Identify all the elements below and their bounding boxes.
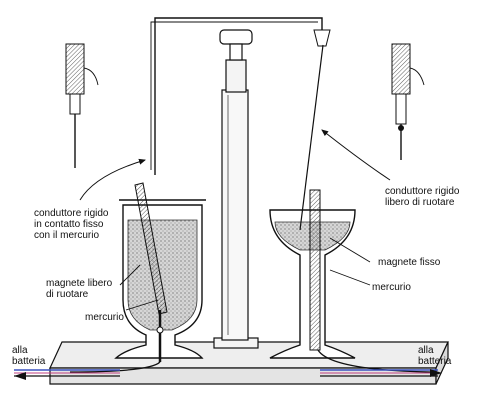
left-inset-detail xyxy=(65,43,99,168)
right-beaker xyxy=(269,44,431,373)
central-column xyxy=(213,29,259,349)
fixed-conductor xyxy=(69,310,164,373)
arch-wire xyxy=(150,17,331,175)
left-beaker xyxy=(69,182,206,373)
right-inset-detail xyxy=(391,43,425,160)
label-fixed-magnet: magnete fisso xyxy=(378,257,441,268)
label-free-magnet: magnete libero di ruotare xyxy=(46,278,113,300)
label-mercury-right: mercurio xyxy=(372,282,411,293)
label-battery-left: alla batteria xyxy=(12,345,46,367)
fixed-magnet xyxy=(309,189,321,351)
label-mercury-left: mercurio xyxy=(85,312,124,323)
battery-wires xyxy=(14,369,442,380)
free-magnet xyxy=(134,182,168,315)
label-rigid-rotating-conductor: conduttore rigido libero di ruotare xyxy=(385,186,460,208)
rotating-conductor xyxy=(299,44,324,231)
label-rigid-fixed-conductor: conduttore rigido in contatto fisso con … xyxy=(34,208,109,241)
label-battery-right: alla batteria xyxy=(418,345,452,367)
leader-arrows xyxy=(79,129,391,311)
